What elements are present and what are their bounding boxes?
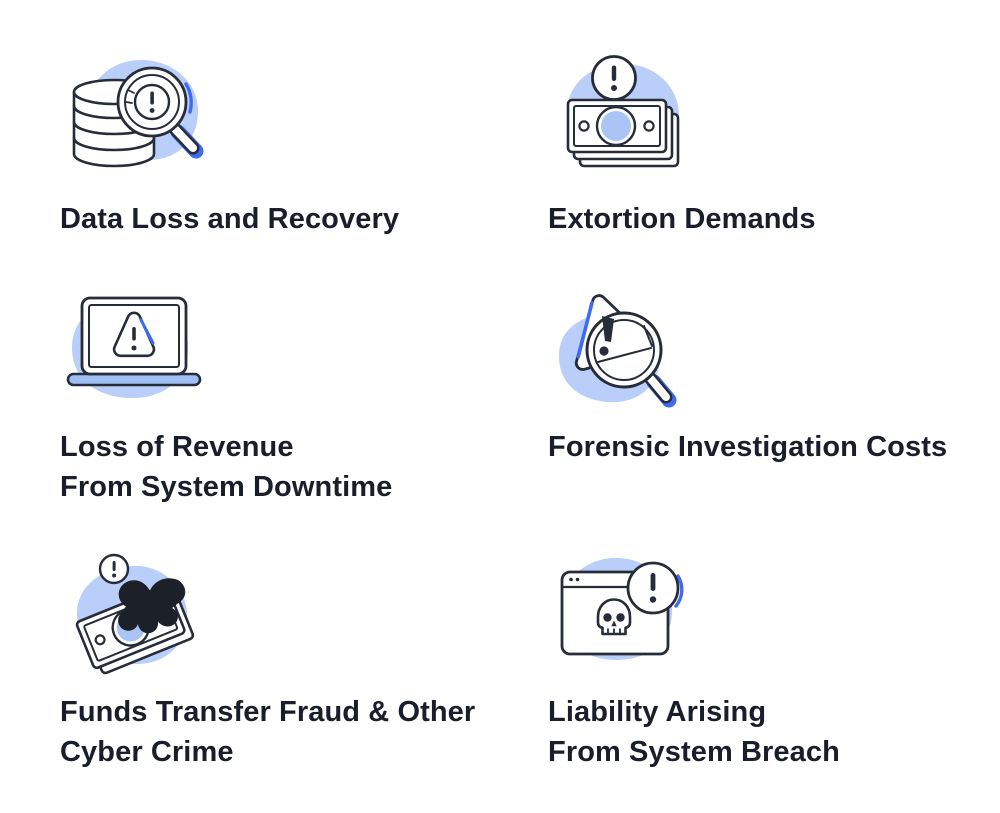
risk-item-forensic: Forensic Investigation Costs	[548, 290, 1000, 467]
risk-title: Extortion Demands	[548, 199, 1000, 239]
laptop-warning-icon	[60, 290, 210, 422]
risk-title: Forensic Investigation Costs	[548, 427, 1000, 467]
risk-title-line1: Forensic Investigation Costs	[548, 431, 948, 463]
risk-title-line2: From System Downtime	[60, 471, 393, 503]
risk-title-line2: Cyber Crime	[60, 736, 234, 768]
risk-title-line1: Funds Transfer Fraud & Other	[60, 696, 476, 728]
risk-title-line1: Extortion Demands	[548, 203, 816, 235]
risk-title-line1: Data Loss and Recovery	[60, 203, 400, 235]
risk-item-data-loss: Data Loss and Recovery	[60, 50, 530, 239]
risk-title-line1: Liability Arising	[548, 696, 767, 728]
database-search-alert-icon	[60, 50, 210, 182]
risk-title-line2: From System Breach	[548, 736, 840, 768]
warning-magnifier-icon	[548, 290, 698, 422]
risk-item-extortion: Extortion Demands	[548, 50, 1000, 239]
risk-title: Data Loss and Recovery	[60, 199, 530, 239]
cash-grab-glove-icon	[60, 548, 210, 680]
browser-skull-alert-icon	[548, 548, 698, 680]
skull-shape	[596, 598, 632, 636]
banknotes-alert-icon	[548, 50, 698, 182]
glove-shape	[118, 578, 186, 634]
risk-title-line1: Loss of Revenue	[60, 431, 294, 463]
